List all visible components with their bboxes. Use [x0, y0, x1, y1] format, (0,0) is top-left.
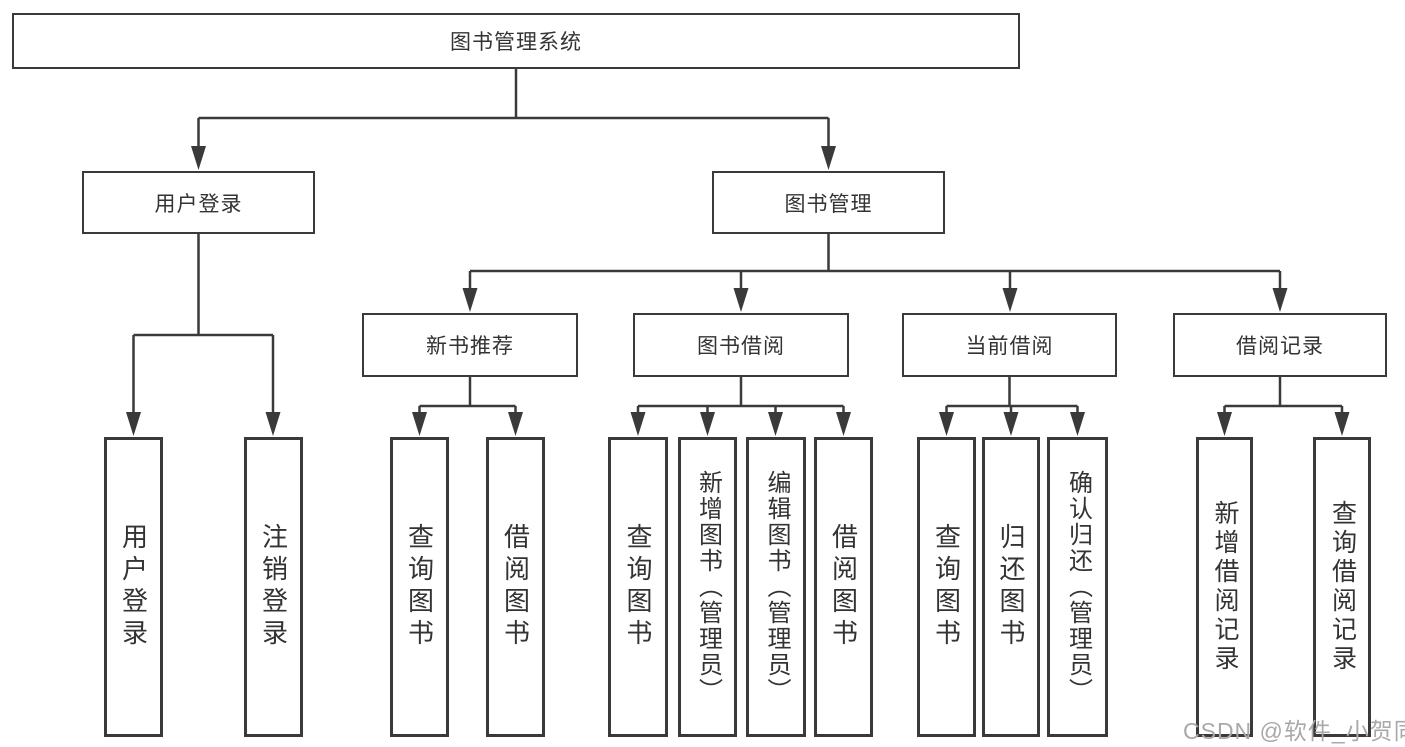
node-label: 新增借阅记录	[1211, 500, 1239, 674]
leaf-add-borrow-record: 新增借阅记录	[1196, 437, 1253, 737]
node-label: 当前借阅	[965, 335, 1054, 358]
leaf-query-books-current: 查询图书	[917, 437, 976, 737]
node-label: 图书管理	[784, 192, 873, 216]
connector-userlogin-to-leaves	[132, 234, 275, 414]
node-library-management-system: 图书管理系统	[12, 13, 1020, 69]
node-label: 确认归还（管理员）	[1064, 470, 1092, 704]
arrowheads-newbook-to-leaves	[412, 412, 523, 436]
leaf-logout: 注销登录	[244, 437, 303, 737]
csdn-watermark: CSDN @软件_小贺同学	[1183, 718, 1405, 744]
leaf-edit-book-admin: 编辑图书（管理员）	[746, 437, 806, 737]
leaf-user-login: 用户登录	[104, 437, 163, 737]
node-label: 新增图书（管理员）	[694, 470, 722, 704]
arrowheads-borrowrecords-to-leaves	[1217, 412, 1350, 436]
connector-borrowrecords-to-leaves	[1223, 377, 1344, 414]
arrowheads-root-to-level2	[191, 146, 836, 170]
node-label: 用户登录	[118, 523, 149, 651]
node-label: 图书借阅	[697, 335, 785, 358]
node-label: 借阅图书	[828, 523, 859, 651]
node-label: 查询图书	[931, 523, 962, 651]
node-borrow-records: 借阅记录	[1173, 313, 1387, 377]
leaf-query-books-recommend: 查询图书	[390, 437, 449, 737]
connector-bookmgmt-to-level3	[468, 234, 1282, 290]
arrowheads-bookmgmt-to-level3	[462, 288, 1288, 312]
node-new-book-recommend: 新书推荐	[362, 313, 578, 377]
connector-root-to-level2	[197, 69, 830, 148]
node-user-login: 用户登录	[82, 171, 315, 234]
node-label: 查询借阅记录	[1328, 500, 1357, 674]
node-current-borrow: 当前借阅	[902, 313, 1117, 377]
leaf-query-borrow-record: 查询借阅记录	[1313, 437, 1371, 737]
leaf-confirm-return-admin: 确认归还（管理员）	[1047, 437, 1108, 737]
connector-bookborrow-to-leaves	[636, 377, 845, 414]
node-label: 归还图书	[996, 523, 1026, 651]
node-label: 用户登录	[154, 192, 243, 216]
arrowheads-bookborrow-to-leaves	[630, 412, 851, 436]
arrowheads-currentborrow-to-leaves	[939, 412, 1085, 436]
node-label: 查询图书	[404, 523, 435, 651]
connector-newbook-to-leaves	[418, 377, 517, 414]
node-label: 图书管理系统	[450, 31, 582, 54]
leaf-return-book: 归还图书	[982, 437, 1040, 737]
node-label: 新书推荐	[426, 335, 514, 358]
leaf-borrow-books-recommend: 借阅图书	[486, 437, 545, 737]
node-book-management: 图书管理	[712, 171, 945, 234]
node-label: 借阅记录	[1236, 335, 1324, 358]
leaf-borrow-book: 借阅图书	[814, 437, 873, 737]
node-label: 查询图书	[623, 523, 653, 651]
leaf-add-book-admin: 新增图书（管理员）	[678, 437, 737, 737]
connector-currentborrow-to-leaves	[945, 377, 1079, 414]
node-label: 借阅图书	[500, 523, 531, 651]
leaf-query-books-borrow: 查询图书	[608, 437, 668, 737]
node-label: 注销登录	[258, 523, 289, 651]
node-book-borrow: 图书借阅	[633, 313, 849, 377]
arrowheads-userlogin-to-leaves	[126, 412, 281, 436]
node-label: 编辑图书（管理员）	[763, 470, 790, 704]
